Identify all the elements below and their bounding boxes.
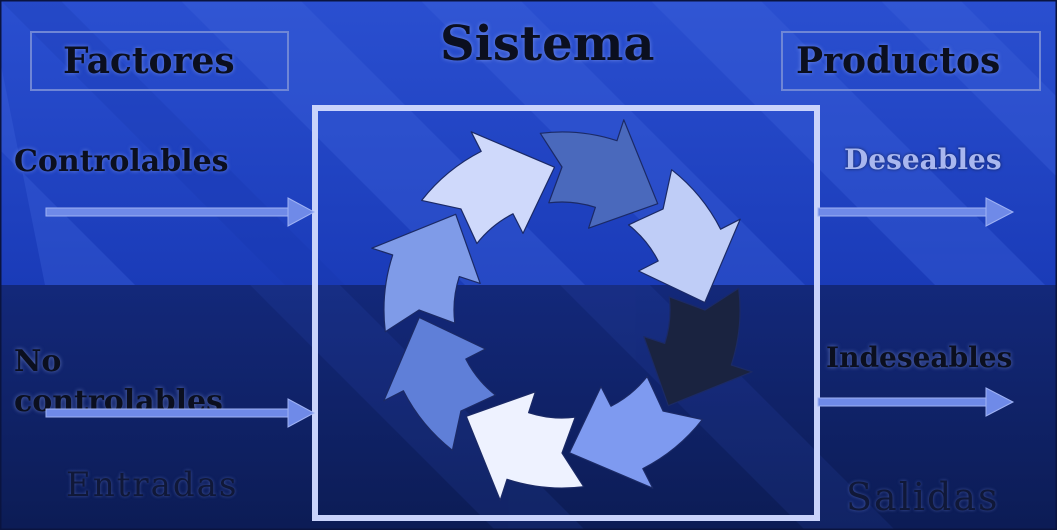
cycle-arrow-segment — [568, 375, 703, 489]
cycle-arrow-segment — [465, 391, 585, 501]
input-controlables-label: Controlables — [14, 144, 229, 179]
productos-heading: Productos — [796, 40, 1001, 82]
input-no-label: No — [14, 344, 62, 379]
output-arrow-deseables — [817, 197, 1015, 227]
cycle-arrow-segment — [627, 169, 741, 304]
cycle-arrow-segment — [539, 119, 659, 229]
factores-heading-box — [30, 31, 289, 91]
output-deseables-label: Deseables — [844, 143, 1002, 176]
salidas-label: Salidas — [846, 475, 1000, 519]
factores-heading: Factores — [63, 40, 235, 82]
input-arrow-controlables — [45, 197, 316, 227]
productos-heading-box — [781, 31, 1041, 91]
cycle-arrow-segment — [643, 287, 753, 407]
diagram-title: Sistema — [440, 16, 655, 72]
output-arrow-indeseables — [817, 387, 1015, 417]
output-indeseables-label: Indeseables — [826, 341, 1013, 374]
input-arrow-no-controlables — [45, 398, 316, 428]
cycle-arrows — [371, 119, 753, 501]
system-box — [312, 105, 820, 521]
cycle-arrow-segment — [421, 131, 556, 245]
cycle-arrow-segment — [383, 316, 497, 451]
entradas-label: Entradas — [66, 465, 239, 505]
cycle-arrow-segment — [371, 213, 481, 333]
